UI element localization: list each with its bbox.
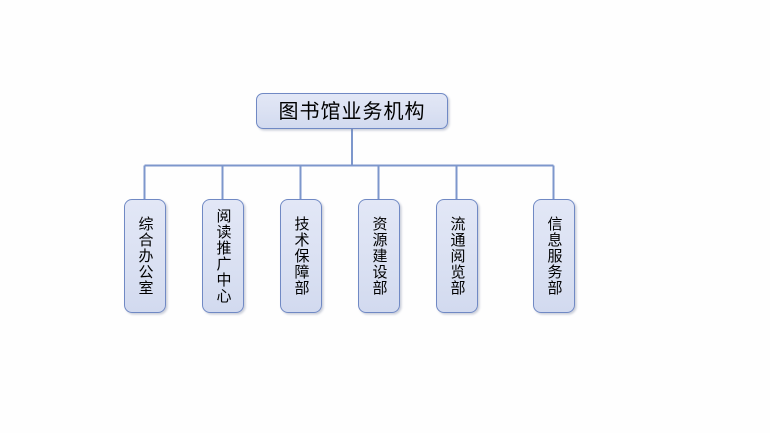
node-child-3[interactable]: 技术保障部 — [280, 199, 322, 313]
node-child-3-label: 技术保障部 — [292, 216, 311, 296]
node-child-1-label: 综合办公室 — [136, 216, 155, 296]
node-root[interactable]: 图书馆业务机构 — [256, 93, 448, 129]
node-child-4[interactable]: 资源建设部 — [358, 199, 400, 313]
node-root-label: 图书馆业务机构 — [278, 99, 426, 123]
node-child-4-label: 资源建设部 — [370, 216, 389, 296]
node-child-2[interactable]: 阅读推广中心 — [202, 199, 244, 313]
node-child-2-label: 阅读推广中心 — [214, 208, 233, 304]
node-child-6[interactable]: 信息服务部 — [533, 199, 575, 313]
node-child-5[interactable]: 流通阅览部 — [436, 199, 478, 313]
node-child-1[interactable]: 综合办公室 — [124, 199, 166, 313]
node-child-6-label: 信息服务部 — [545, 216, 564, 296]
node-child-5-label: 流通阅览部 — [448, 216, 467, 296]
